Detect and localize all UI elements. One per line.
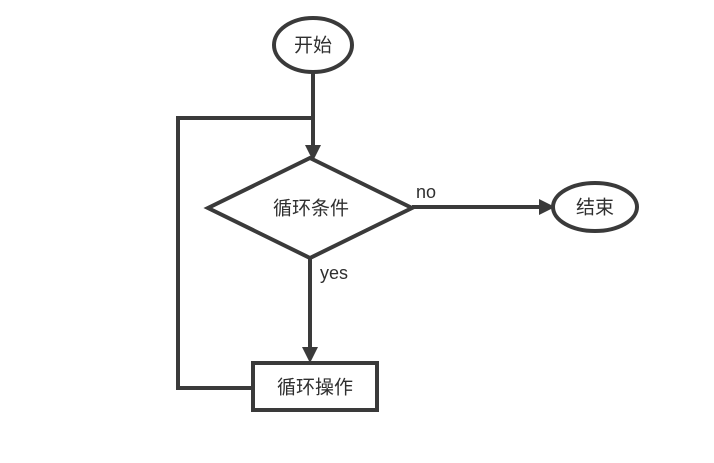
node-condition[interactable]: 循环条件 — [203, 155, 417, 261]
node-start[interactable]: 开始 — [272, 16, 354, 74]
node-end[interactable]: 结束 — [551, 181, 639, 233]
operation-rect-shape[interactable] — [251, 361, 379, 412]
arrow-head-icon — [305, 145, 321, 161]
edge-label-yes: yes — [320, 263, 348, 283]
start-ellipse-shape[interactable] — [272, 16, 354, 74]
arrow-head-icon — [539, 199, 555, 215]
edge-condition-to-end — [412, 199, 555, 215]
loop-back-line — [176, 116, 312, 390]
edge-label-no: no — [416, 182, 436, 202]
condition-diamond-shape[interactable] — [203, 155, 417, 261]
node-operation[interactable]: 循环操作 — [251, 361, 379, 412]
operation-label: 循环操作 — [277, 377, 353, 399]
end-label: 结束 — [576, 197, 614, 219]
edge-condition-to-operation — [302, 258, 318, 363]
condition-label: 循环条件 — [273, 198, 349, 220]
start-label: 开始 — [294, 35, 332, 57]
edge-start-to-condition — [305, 72, 321, 161]
arrow-head-icon — [302, 347, 318, 363]
edge-operation-to-start-path — [176, 116, 312, 390]
end-ellipse-shape[interactable] — [551, 181, 639, 233]
